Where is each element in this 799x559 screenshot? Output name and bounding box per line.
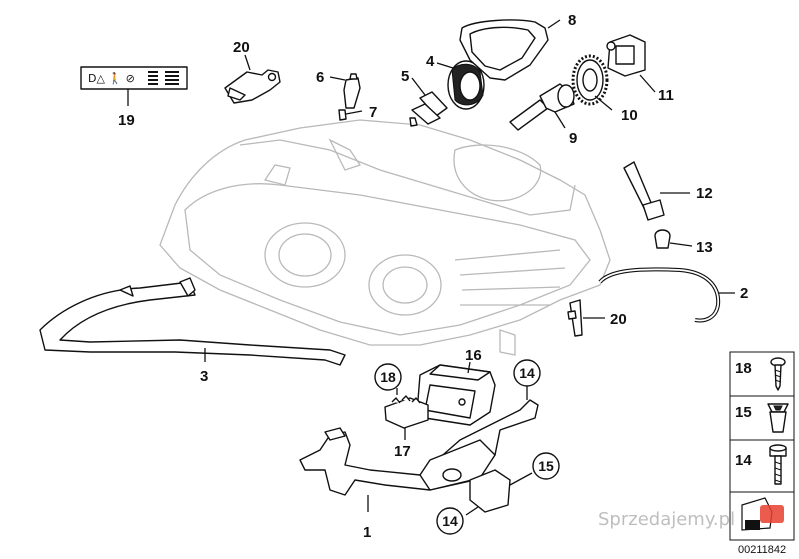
leader-15a	[509, 472, 533, 486]
callout-7: 7	[369, 104, 377, 121]
watermark-badge-icon	[760, 505, 784, 523]
screw-icon	[770, 357, 786, 391]
part-12-bulb-holder	[623, 161, 690, 221]
callout-18-circled: 18	[374, 363, 402, 391]
callout-18: 18	[380, 369, 396, 385]
catalog-number: 00211842	[738, 544, 786, 556]
callout-14-bottom: 14	[442, 513, 458, 529]
callout-15: 15	[538, 458, 554, 474]
part-19-warning-label: D△ 🚶 ⊘	[80, 66, 188, 106]
callout-14b-circled: 14	[436, 507, 464, 535]
side-panel-label-14: 14	[735, 452, 752, 469]
part-4-dust-cap	[436, 60, 485, 110]
part-8-cover	[459, 19, 561, 81]
leader-14b	[465, 506, 479, 516]
callout-14-top: 14	[519, 365, 535, 381]
part-2-seal	[598, 267, 735, 323]
callout-6: 6	[316, 69, 324, 86]
callout-4: 4	[426, 53, 435, 70]
bolt-icon	[769, 444, 787, 485]
callout-1: 1	[363, 524, 371, 541]
label-19-glyphs: D△ 🚶 ⊘	[88, 72, 135, 85]
callout-17: 17	[394, 443, 411, 460]
part-20-clip	[567, 299, 605, 337]
callout-20-right: 20	[610, 311, 627, 328]
part-10-gear-ring	[571, 54, 613, 111]
part-7-bulb	[338, 109, 363, 121]
side-panel-label-15: 15	[735, 404, 752, 421]
part-17-igniter	[384, 395, 429, 440]
part-3-trim-strip	[39, 277, 346, 366]
callout-13: 13	[696, 239, 713, 256]
callout-3: 3	[200, 368, 208, 385]
clip-nut-icon	[767, 403, 789, 433]
part-16-ballast	[417, 361, 496, 426]
callout-15a-circled: 15	[532, 452, 560, 480]
callout-16: 16	[465, 347, 482, 364]
callout-numbers: 1 2 3 4 5 6 7 8 9 10 11 12 13 16 17 19 2…	[118, 12, 748, 541]
part-5-h7-bulb	[409, 77, 448, 127]
callout-10: 10	[621, 107, 638, 124]
callout-20-top: 20	[233, 39, 250, 56]
part-9-xenon-bulb	[509, 83, 575, 131]
side-panel-label-18: 18	[735, 360, 752, 377]
label-19-bars	[148, 71, 179, 85]
part-13-bulb	[654, 229, 693, 249]
callout-19: 19	[118, 112, 135, 129]
callout-14a-circled: 14	[513, 359, 541, 387]
hardware-side-panel: 18 15 14 00211842	[729, 351, 795, 556]
callout-2: 2	[740, 285, 748, 302]
part-6-bulb-socket	[329, 73, 361, 109]
callout-8: 8	[568, 12, 576, 29]
headlight-housing-ghost	[159, 119, 611, 356]
callout-11: 11	[658, 87, 674, 104]
callout-5: 5	[401, 68, 409, 85]
callout-9: 9	[569, 130, 577, 147]
part-20-connector	[224, 54, 281, 104]
part-11-holder	[606, 34, 656, 93]
callout-12: 12	[696, 185, 713, 202]
watermark: Sprzedajemy.pl	[598, 509, 735, 530]
part-1-bracket	[299, 399, 539, 513]
